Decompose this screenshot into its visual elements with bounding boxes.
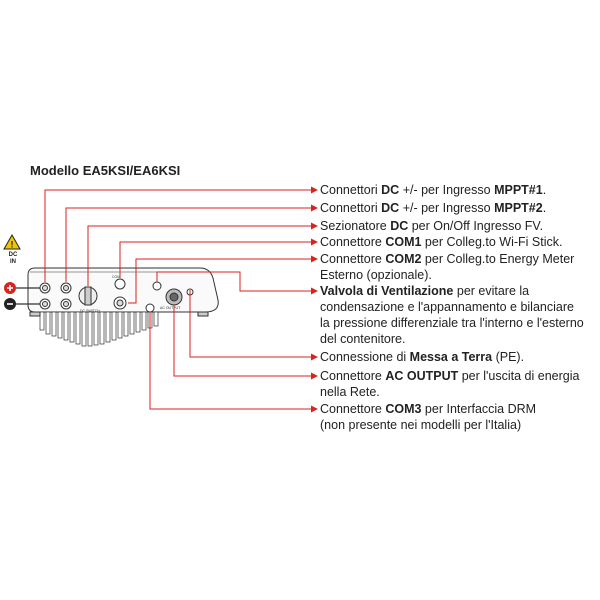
svg-text:!: ! bbox=[11, 240, 14, 250]
leader-lines bbox=[44, 189, 312, 410]
dc-switch-print: DC SWITCH bbox=[80, 309, 100, 313]
com3-port bbox=[145, 303, 155, 313]
ac-print: AC OUTPUT bbox=[160, 306, 181, 310]
com-print: COM bbox=[112, 275, 120, 279]
label-dc-switch: Sezionatore DC per On/Off Ingresso FV. bbox=[320, 219, 544, 233]
label-ac-output: Connettore AC OUTPUT per l'uscita di ene… bbox=[320, 369, 580, 399]
leader-arrows bbox=[311, 186, 318, 413]
warning-icon: ! bbox=[3, 233, 21, 250]
label-ground: Connessione di Messa a Terra (PE). bbox=[320, 350, 525, 364]
vent-valve bbox=[152, 281, 162, 291]
label-com3: Connettore COM3 per Interfaccia DRM(non … bbox=[320, 402, 537, 432]
label-mppt1: Connettori DC +/- per Ingresso MPPT#1. bbox=[320, 183, 547, 197]
label-com1: Connettore COM1 per Colleg.to Wi-Fi Stic… bbox=[320, 235, 563, 249]
label-mppt2: Connettori DC +/- per Ingresso MPPT#2. bbox=[320, 201, 547, 215]
label-com2: Connettore COM2 per Colleg.to Energy Met… bbox=[320, 252, 575, 282]
heatsink-fins bbox=[39, 311, 159, 347]
inverter-body bbox=[27, 267, 219, 347]
com1-port bbox=[114, 278, 126, 290]
dc-plus-icon bbox=[4, 282, 16, 294]
dc-minus-icon bbox=[4, 298, 16, 310]
dc-in-label: DC IN bbox=[8, 252, 18, 265]
model-title: Modello EA5KSI/EA6KSI bbox=[30, 163, 181, 178]
